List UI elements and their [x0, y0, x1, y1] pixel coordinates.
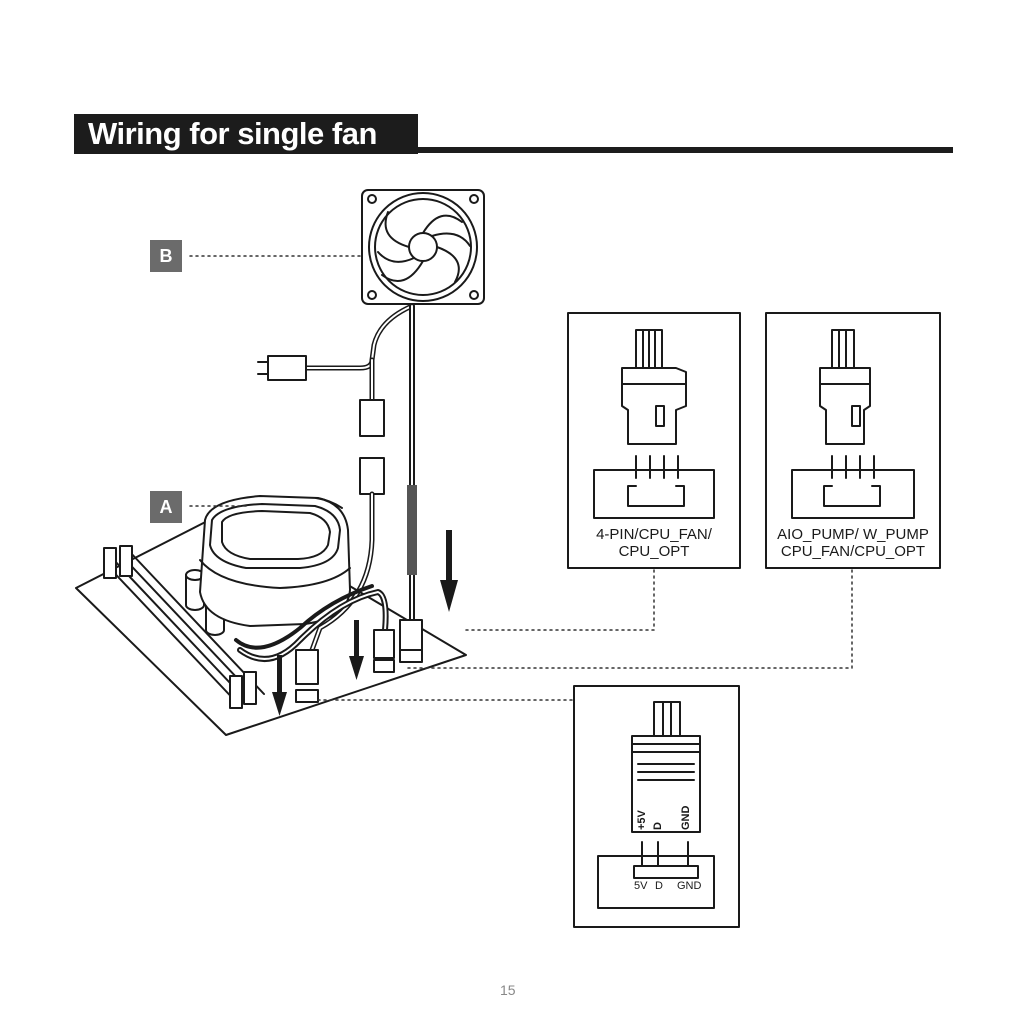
fan — [361, 189, 485, 305]
argb-plug-pin-5v: +5V — [636, 810, 648, 830]
four-pin-caption-line1: 4-PIN/CPU_FAN/ — [596, 526, 712, 543]
pump-caption-line2: CPU_FAN/CPU_OPT — [780, 543, 926, 560]
four-pin-caption: 4-PIN/CPU_FAN/ CPU_OPT — [568, 526, 740, 560]
box-four-pin — [567, 312, 741, 569]
page-number: 15 — [500, 982, 516, 998]
box-pump — [765, 312, 941, 569]
argb-plug-pin-gnd: GND — [680, 805, 692, 830]
leader-lines — [189, 255, 853, 701]
title-rule — [418, 147, 953, 153]
argb-plug-pin-d: D — [652, 822, 664, 830]
insert-arrows — [272, 530, 458, 716]
page-title: Wiring for single fan — [88, 116, 377, 151]
argb-header-pin-d: D — [655, 880, 663, 892]
argb-header-pin-5v: 5V — [634, 880, 648, 892]
callout-a: A — [150, 491, 182, 523]
four-pin-caption-line2: CPU_OPT — [618, 543, 690, 560]
pump-caption: AIO_PUMP/ W_PUMP CPU_FAN/CPU_OPT — [766, 526, 940, 560]
callout-b: B — [150, 240, 182, 272]
fan-cables — [234, 303, 423, 685]
pump-head — [199, 495, 351, 627]
box-argb — [573, 685, 740, 928]
pump-caption-line1: AIO_PUMP/ W_PUMP — [777, 526, 929, 543]
title-bar — [74, 114, 418, 154]
argb-header-pin-gnd: GND — [677, 880, 702, 892]
